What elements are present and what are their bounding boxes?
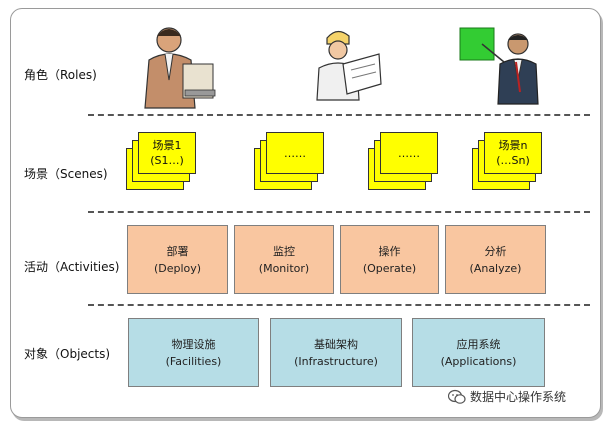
object-box-infrastructure: 基础架构 (Infrastructure) [270, 318, 402, 387]
scene-card-front: 场景1 (S1…) [138, 132, 196, 174]
activity-box-monitor: 监控 (Monitor) [234, 225, 334, 294]
wechat-icon [448, 389, 466, 404]
watermark-text: 数据中心操作系统 [470, 390, 567, 404]
row-label-objects: 对象（Objects) [24, 347, 111, 361]
row-label-scenes: 场景（Scenes) [24, 167, 108, 181]
role-figure-deployer-illustration [144, 27, 216, 109]
activity-box-deploy: 部署 (Deploy) [127, 225, 228, 294]
activity-label-en: (Operate) [362, 261, 417, 275]
divider-activities-objects [88, 304, 590, 306]
scene-stack-1: 场景1 (S1…) [126, 130, 202, 194]
divider-roles-scenes [88, 114, 590, 116]
scene-subtitle: (S1…) [150, 154, 184, 167]
object-box-facilities: 物理设施 (Facilities) [128, 318, 259, 387]
role-figure-operator-illustration [316, 30, 382, 101]
scene-card-front: 场景n (…Sn) [484, 132, 542, 174]
role-figure-analyst-illustration [459, 27, 539, 105]
object-label-en: (Facilities) [165, 354, 222, 368]
activity-label-cn: 分析 [484, 244, 507, 258]
object-label-cn: 基础架构 [314, 337, 358, 351]
watermark: 数据中心操作系统 [448, 388, 566, 405]
divider-scenes-activities [88, 211, 590, 213]
scene-stack-3: …… [368, 130, 444, 194]
object-label-cn: 物理设施 [171, 337, 216, 351]
scene-subtitle: (…Sn) [496, 154, 530, 167]
activity-label-en: (Deploy) [153, 261, 202, 275]
activity-label-en: (Monitor) [258, 261, 310, 275]
row-label-roles: 角色（Roles) [24, 68, 97, 82]
activity-label-cn: 操作 [378, 244, 401, 258]
scene-stack-2: …… [254, 130, 330, 194]
object-box-applications: 应用系统 (Applications) [412, 318, 545, 387]
activity-label-en: (Analyze) [469, 261, 522, 275]
activity-box-operate: 操作 (Operate) [340, 225, 439, 294]
object-label-en: (Infrastructure) [294, 354, 378, 368]
scene-card-front: …… [380, 132, 438, 174]
scene-title: …… [398, 146, 420, 160]
activity-label-cn: 监控 [273, 244, 295, 258]
scene-title: 场景1 [152, 139, 182, 152]
scene-title: …… [284, 146, 306, 160]
activity-label-cn: 部署 [166, 244, 189, 258]
scene-stack-4: 场景n (…Sn) [472, 130, 548, 194]
row-label-activities: 活动（Activities) [24, 260, 120, 274]
object-label-cn: 应用系统 [456, 337, 501, 351]
activity-box-analyze: 分析 (Analyze) [445, 225, 546, 294]
scene-title: 场景n [498, 139, 528, 152]
object-label-en: (Applications) [440, 354, 517, 368]
scene-card-front: …… [266, 132, 324, 174]
